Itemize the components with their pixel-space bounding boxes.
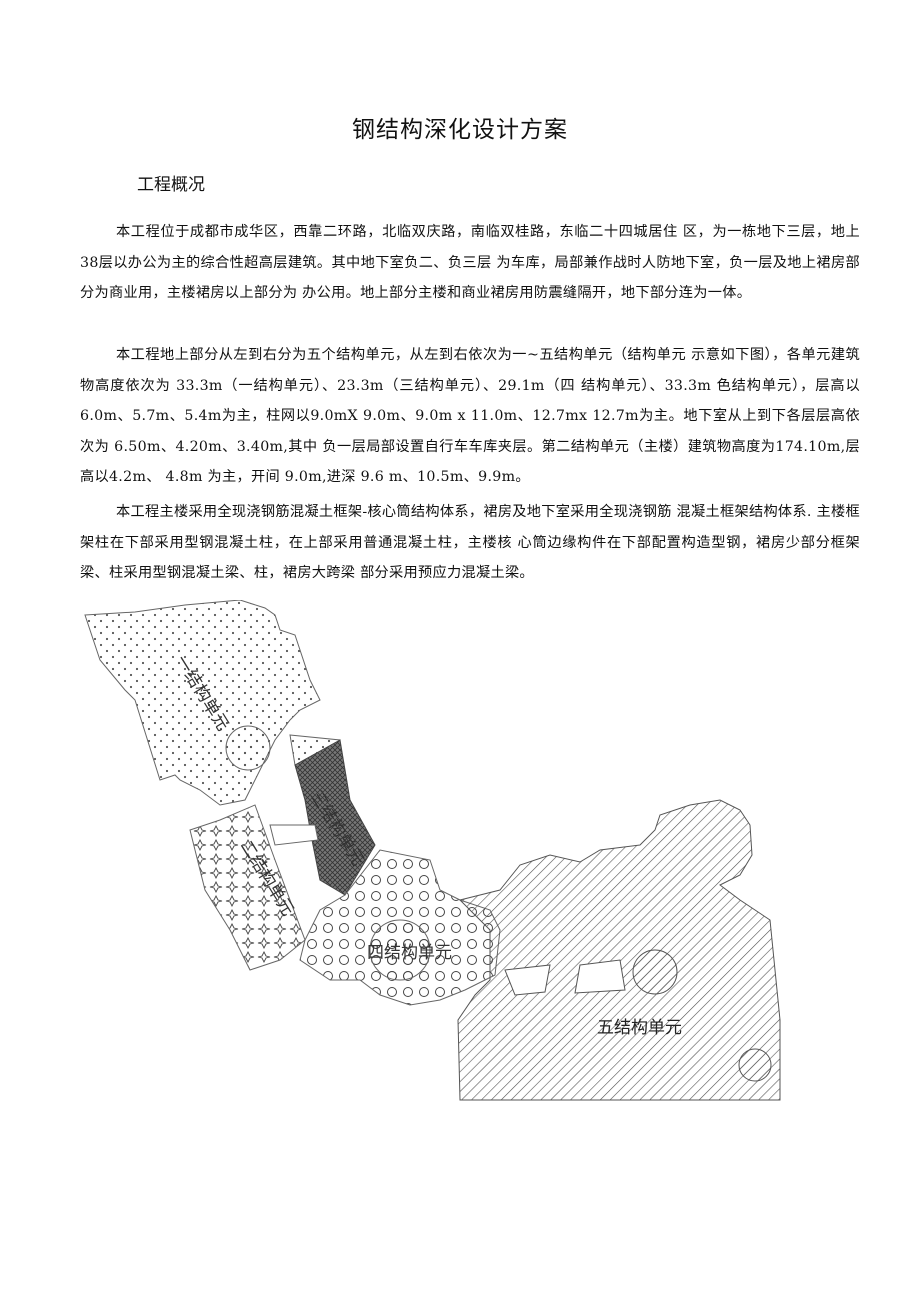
document-title: 钢结构深化设计方案 (352, 117, 568, 143)
paragraph-structural-system: 本工程主楼采用全现浇钢筋混凝土框架-核心筒结构体系，裙房及地下室采用全现浇钢筋 … (80, 504, 860, 582)
unit-1-shape (84, 600, 341, 806)
paragraph-location: 本工程位于成都市成华区，西靠二环路，北临双庆路，南临双桂路，东临二十四城居住 区… (80, 224, 860, 302)
unit-5-label: 五结构单元 (597, 1018, 682, 1038)
section-heading: 工程概况 (137, 175, 205, 195)
unit-5-shape (457, 799, 781, 1101)
structural-unit-diagram: 一结构单元 三结构单元 二结构单元 四结构单元 五结构单元 (84, 600, 781, 1101)
unit-4-shape (299, 849, 501, 1006)
unit-2-shape (189, 804, 319, 971)
paragraph-structural-units: 本工程地上部分从左到右分为五个结构单元，从左到右依次为一~五结构单元（结构单元 … (80, 347, 860, 486)
unit-4-label: 四结构单元 (367, 943, 452, 963)
